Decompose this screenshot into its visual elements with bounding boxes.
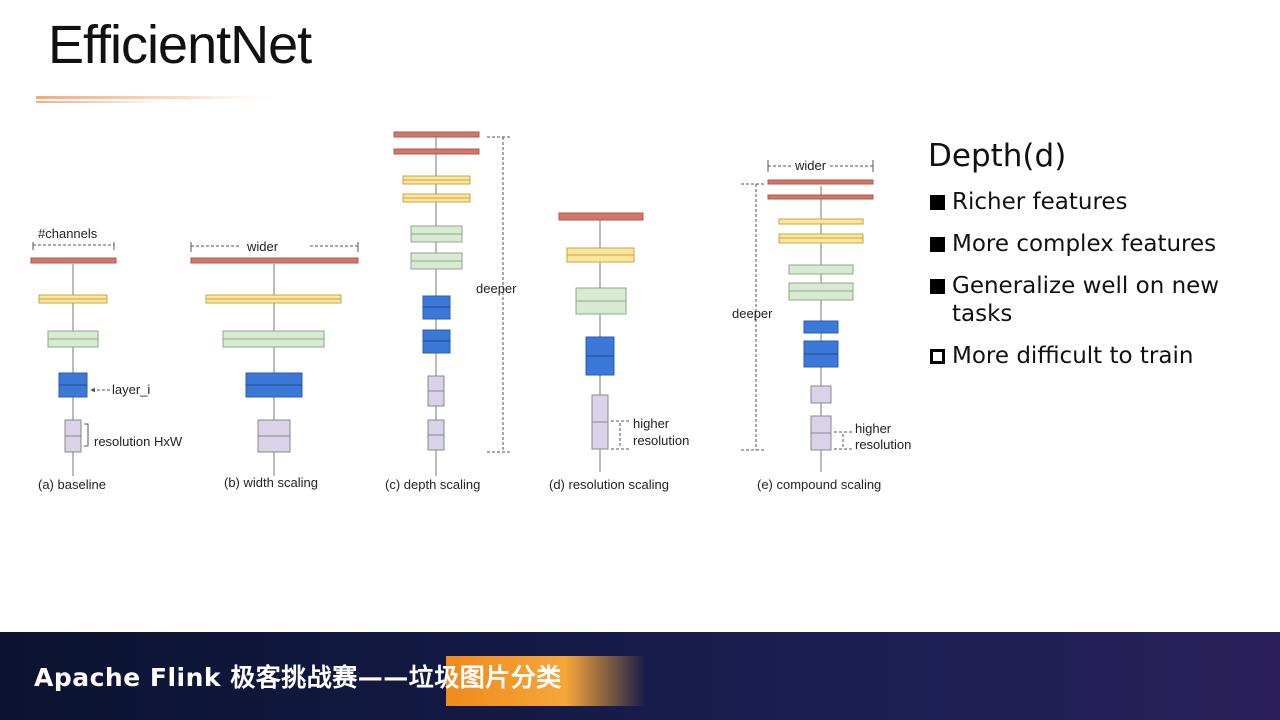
bullet-item: Richer features <box>930 188 1260 216</box>
annotation-higher: higher <box>633 416 670 431</box>
annotation-wider: wider <box>794 158 827 173</box>
bullet-item: More difficult to train <box>930 342 1260 370</box>
block-upper <box>778 218 864 225</box>
caption-baseline: (a) baseline <box>38 477 106 492</box>
annotation-resolution: resolution <box>633 433 689 448</box>
bullet-text: More difficult to train <box>952 343 1194 369</box>
annotation-resolution: resolution HxW <box>94 434 183 449</box>
hollow-square-icon <box>930 349 945 364</box>
block-conv <box>803 320 839 334</box>
scaling-diagram: #channels layer_i resolution HxW (a) bas… <box>30 131 911 492</box>
panel-resolution-scaling: higher resolution (d) resolution scaling <box>549 212 689 492</box>
footer-highlight-glow <box>446 656 646 706</box>
panel-baseline: #channels layer_i resolution HxW (a) bas… <box>30 226 183 492</box>
footer-caption-highlight: 垃圾图片分类 <box>408 663 562 692</box>
panel-compound-scaling: wider deeper higher resolution (e) compo… <box>732 158 911 492</box>
caption-resolution-scaling: (d) resolution scaling <box>549 477 669 492</box>
block-top <box>767 179 874 185</box>
title-underline-decoration <box>36 96 278 103</box>
block-top <box>393 131 480 138</box>
caption-width-scaling: (b) width scaling <box>224 475 318 490</box>
block-top <box>393 148 480 155</box>
bullet-text: Generalize well on new tasks <box>952 273 1220 327</box>
annotation-wider: wider <box>246 239 279 254</box>
footer-caption-prefix: Apache Flink 极客挑战赛—— <box>34 663 409 692</box>
bullet-text: Richer features <box>952 189 1128 215</box>
panel-depth-scaling: deeper (c) depth scaling <box>385 131 517 492</box>
block-top <box>767 194 874 200</box>
block-top <box>30 257 117 264</box>
block-top <box>190 257 359 264</box>
bullet-item: Generalize well on new tasks <box>930 272 1260 328</box>
filled-square-icon <box>930 237 945 252</box>
annotation-higher: higher <box>855 421 892 436</box>
bullet-item: More complex features <box>930 230 1260 258</box>
caption-compound-scaling: (e) compound scaling <box>757 477 881 492</box>
annotation-resolution: resolution <box>855 437 911 452</box>
bullet-text: More complex features <box>952 231 1217 257</box>
slide-title: EfficientNet <box>48 15 312 75</box>
annotation-deeper: deeper <box>476 281 517 296</box>
annotation-deeper: deeper <box>732 306 773 321</box>
filled-square-icon <box>930 195 945 210</box>
block-mid <box>788 264 854 275</box>
annotation-channels: #channels <box>38 226 98 241</box>
footer-banner: Apache Flink 极客挑战赛——垃圾图片分类 <box>0 632 1280 720</box>
caption-depth-scaling: (c) depth scaling <box>385 477 480 492</box>
panel-width-scaling: wider (b) width scaling <box>190 239 359 490</box>
sidebar-heading: Depth(d) <box>928 138 1067 174</box>
annotation-layer-i: layer_i <box>112 382 150 397</box>
filled-square-icon <box>930 279 945 294</box>
sidebar-bullet-list: Richer features More complex features Ge… <box>930 188 1260 384</box>
block-input <box>810 385 832 404</box>
block-top <box>558 212 644 221</box>
footer-caption: Apache Flink 极客挑战赛——垃圾图片分类 <box>34 658 562 694</box>
